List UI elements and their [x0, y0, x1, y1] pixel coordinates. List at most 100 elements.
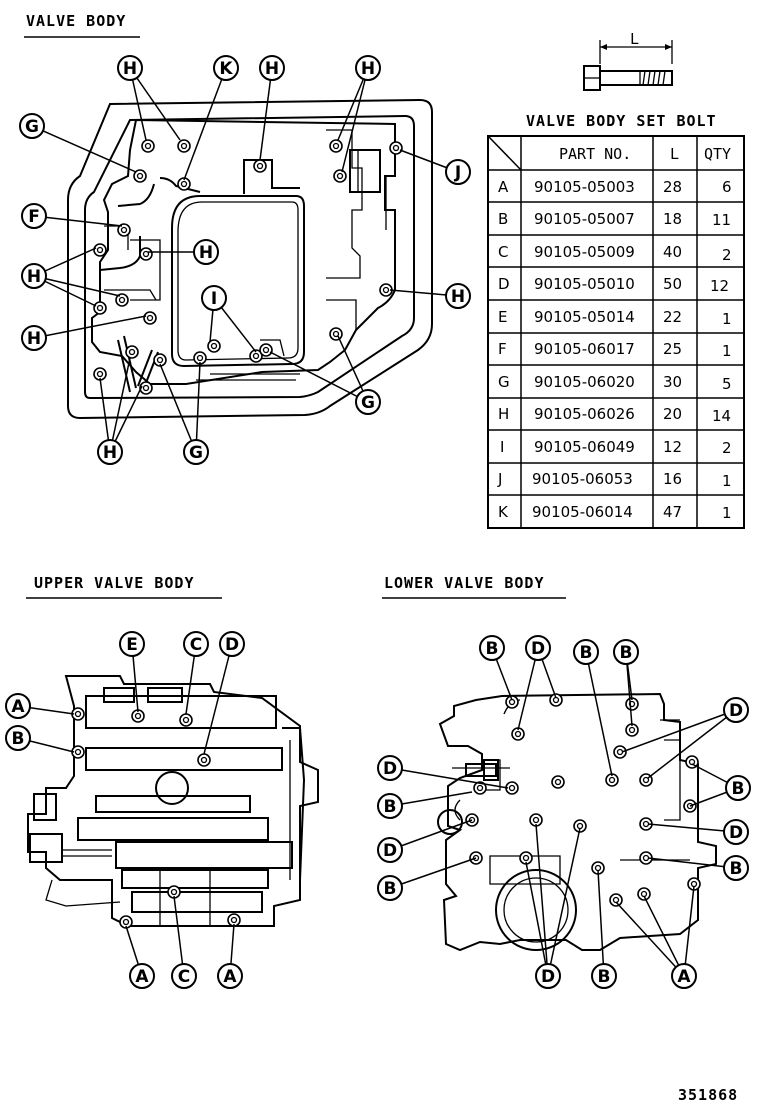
bolt-hole — [613, 745, 627, 759]
table-cell-key: G — [498, 373, 510, 391]
leader-line — [547, 827, 581, 977]
callout-circle — [129, 963, 155, 989]
bolt-hole-center — [118, 296, 126, 304]
table-header-qty: QTY — [704, 145, 731, 163]
callout-circle — [525, 635, 551, 661]
bolt-hole-center — [628, 726, 636, 734]
callout-circle — [723, 697, 749, 723]
callout-letter: C — [178, 967, 190, 987]
callout-circle — [193, 239, 219, 265]
bolt-hole-center — [686, 802, 694, 810]
table-cell-part-no: 90105-05010 — [534, 275, 635, 293]
table-cell-key: B — [498, 210, 508, 228]
callout-letter: D — [729, 701, 743, 721]
callout-circle — [21, 263, 47, 289]
leader-line — [615, 901, 685, 977]
bolt-hole-center — [170, 888, 178, 896]
callout-letter: H — [123, 59, 137, 79]
bolt-hole-center — [336, 172, 344, 180]
leader-line — [389, 767, 509, 789]
callout-letter: A — [677, 967, 691, 987]
bolt-hole-center — [210, 342, 218, 350]
bolt-hole-center — [262, 346, 270, 354]
bolt-hole — [573, 819, 587, 833]
callout-circle — [445, 159, 471, 185]
bolt-hole — [179, 713, 193, 727]
callout-letter: F — [28, 207, 40, 227]
bolt-hole-center — [200, 756, 208, 764]
title-lower-valve-body: LOWER VALVE BODY — [384, 574, 545, 592]
bolt-hole-center — [196, 354, 204, 362]
bolt-hole-center — [522, 854, 530, 862]
bolt-hole-center — [532, 816, 540, 824]
leader-line — [173, 895, 185, 977]
callout-circle — [201, 285, 227, 311]
bolt-hole — [93, 301, 107, 315]
callout-letter: H — [27, 329, 41, 349]
table-cell-key: F — [498, 340, 507, 358]
callout-circle — [21, 203, 47, 229]
callout-circle — [355, 55, 381, 81]
leader-line — [517, 647, 539, 731]
callout-letter: D — [541, 967, 555, 987]
callout-letter: H — [199, 243, 213, 263]
callout-letter: K — [219, 59, 233, 79]
bolt-hole-center — [74, 748, 82, 756]
table-cell-key: K — [498, 503, 509, 521]
callout-letter: D — [383, 759, 397, 779]
figure-number: 351868 — [678, 1086, 738, 1104]
table-cell-qty: 1 — [722, 472, 732, 490]
callout-letter: B — [580, 643, 593, 663]
bolt-hole-center — [382, 286, 390, 294]
table-cell-qty: 11 — [712, 211, 731, 229]
bolt-hole-center — [134, 712, 142, 720]
callout-letter: H — [265, 59, 279, 79]
callout-circle — [5, 693, 31, 719]
callout-circle — [213, 55, 239, 81]
callout-circle — [377, 755, 403, 781]
callout-letter: G — [25, 117, 39, 137]
upper-valve-body-drawing — [27, 675, 319, 927]
table-cell-length: 18 — [663, 210, 682, 228]
callout-circle — [183, 631, 209, 657]
callout-letter: B — [598, 967, 611, 987]
bolt-hole — [125, 345, 139, 359]
callout-circle — [671, 963, 697, 989]
bolt-hole-center — [96, 246, 104, 254]
table-cell-part-no: 90105-06026 — [534, 405, 635, 423]
bolt-hole-center — [144, 142, 152, 150]
bolt-hole — [117, 223, 131, 237]
title-valve-body: VALVE BODY — [26, 12, 126, 30]
callout-circle — [723, 819, 749, 845]
bolt-hole — [197, 753, 211, 767]
leader-line — [33, 275, 121, 297]
table-cell-qty: 2 — [722, 246, 732, 264]
leader-line — [159, 363, 197, 453]
table-cell-length: 25 — [663, 340, 682, 358]
bolt-hole-center — [180, 180, 188, 188]
leader-line — [389, 791, 473, 807]
callout-circle — [21, 325, 47, 351]
table-cell-qty: 5 — [722, 375, 732, 393]
bolt-hole-center — [256, 162, 264, 170]
bolt-hole — [329, 139, 343, 153]
callout-letter: A — [11, 697, 25, 717]
callout-letter: B — [12, 729, 25, 749]
table-cell-qty: 14 — [712, 407, 731, 425]
bolt-hole-center — [180, 142, 188, 150]
leader-line — [33, 315, 147, 339]
callout-letter: D — [383, 841, 397, 861]
bolt-hole-center — [554, 778, 562, 786]
table-cell-length: 20 — [663, 405, 682, 423]
bolt-hole — [153, 353, 167, 367]
upper-valve-body-bolts — [71, 707, 241, 929]
callout-letter: B — [384, 879, 397, 899]
bolt-hole-center — [392, 144, 400, 152]
table-cell-part-no: 90105-06020 — [534, 373, 635, 391]
callout-circle — [613, 639, 639, 665]
table-cell-part-no: 90105-06049 — [534, 438, 635, 456]
leader-line — [683, 885, 695, 977]
callout-letter: B — [620, 643, 633, 663]
callout-circle — [5, 725, 31, 751]
